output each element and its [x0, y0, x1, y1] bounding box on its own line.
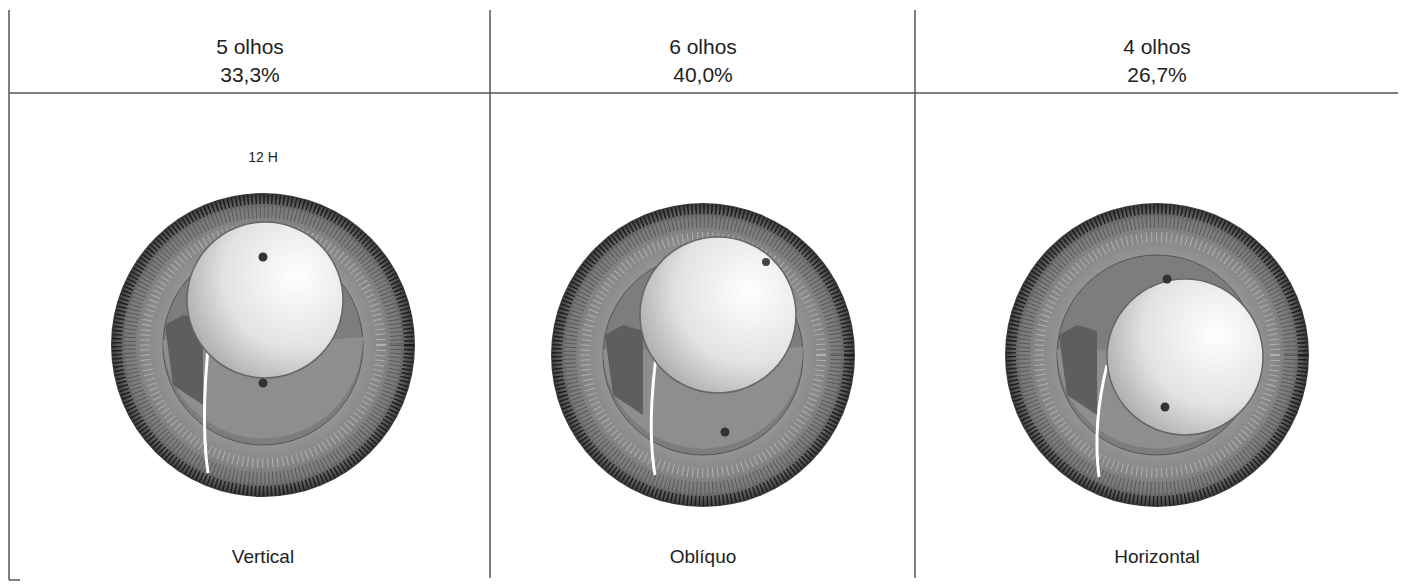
percentage: 40,0%: [673, 62, 733, 87]
percentage: 26,7%: [1127, 62, 1187, 87]
eye-count: 5 olhos: [216, 34, 284, 59]
eye-count: 6 olhos: [669, 34, 737, 59]
eye-count: 4 olhos: [1123, 34, 1191, 59]
orientation-label: Oblíquo: [670, 546, 737, 569]
orientation-label: Horizontal: [1114, 546, 1200, 569]
orientation-label: Vertical: [232, 546, 294, 569]
percentage: 33,3%: [220, 62, 280, 87]
clock-mark: 12 H: [248, 149, 278, 166]
